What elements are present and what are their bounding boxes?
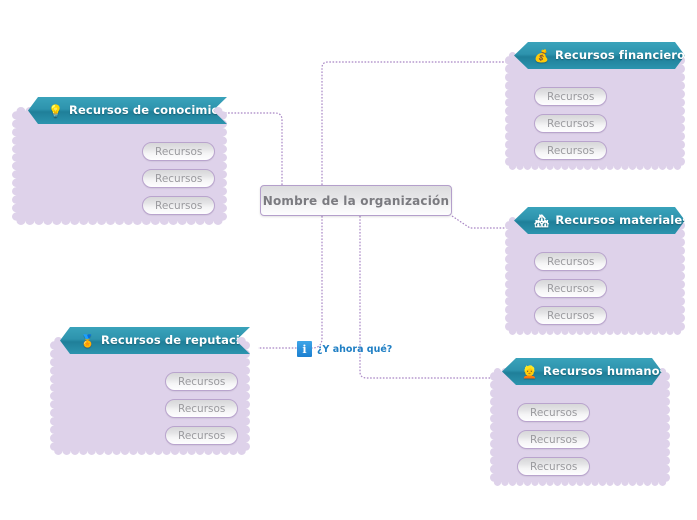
child-node-humanos-3[interactable]: Recursos xyxy=(517,457,591,476)
branch-header-humanos[interactable]: 👱 Recursos humanos xyxy=(502,358,662,385)
child-label: Recursos xyxy=(547,309,595,322)
lightbulb-icon: 💡 xyxy=(48,103,64,118)
branch-header-materiales[interactable]: 🏘 Recursos materiales xyxy=(514,207,685,234)
gold-wing-icon: 🏅 xyxy=(80,333,96,348)
connector-root-financieros xyxy=(321,61,512,185)
root-node-label: Nombre de la organización xyxy=(262,193,450,208)
branch-conocimiento[interactable]: 💡 Recursos de conocimiento Recursos Recu… xyxy=(12,97,227,225)
child-node-reputacion-2[interactable]: Recursos xyxy=(165,399,239,418)
connector-root-materiales xyxy=(451,215,512,229)
branch-title-reputacion: Recursos de reputación xyxy=(101,332,257,347)
branch-reputacion[interactable]: 🏅 Recursos de reputación Recursos Recurs… xyxy=(50,327,250,455)
info-icon: i xyxy=(297,341,312,357)
child-label: Recursos xyxy=(547,90,595,103)
info-node-label: ¿Y ahora qué? xyxy=(317,343,393,355)
child-label: Recursos xyxy=(155,145,203,158)
branch-header-reputacion[interactable]: 🏅 Recursos de reputación xyxy=(60,327,250,354)
branch-title-humanos: Recursos humanos xyxy=(543,363,667,378)
child-node-materiales-2[interactable]: Recursos xyxy=(534,279,608,298)
branch-materiales[interactable]: 🏘 Recursos materiales Recursos Recursos … xyxy=(505,207,685,335)
child-label: Recursos xyxy=(155,172,203,185)
child-node-financieros-2[interactable]: Recursos xyxy=(534,114,608,133)
child-node-conocimiento-3[interactable]: Recursos xyxy=(142,196,216,215)
child-label: Recursos xyxy=(155,199,203,212)
child-label: Recursos xyxy=(530,460,578,473)
branch-title-materiales: Recursos materiales xyxy=(555,212,690,227)
child-node-conocimiento-2[interactable]: Recursos xyxy=(142,169,216,188)
child-node-humanos-2[interactable]: Recursos xyxy=(517,430,591,449)
branch-header-conocimiento[interactable]: 💡 Recursos de conocimiento xyxy=(28,97,227,124)
money-bag-icon: 💰 xyxy=(534,48,550,63)
child-node-materiales-1[interactable]: Recursos xyxy=(534,252,608,271)
child-label: Recursos xyxy=(547,255,595,268)
child-label: Recursos xyxy=(178,429,226,442)
child-node-conocimiento-1[interactable]: Recursos xyxy=(142,142,216,161)
branch-title-conocimiento: Recursos de conocimiento xyxy=(69,102,242,117)
branch-header-financieros[interactable]: 💰 Recursos financieros xyxy=(514,42,685,69)
child-label: Recursos xyxy=(530,433,578,446)
child-label: Recursos xyxy=(547,282,595,295)
houses-icon: 🏘 xyxy=(534,213,550,228)
info-node[interactable]: i ¿Y ahora qué? xyxy=(297,340,392,358)
child-node-financieros-1[interactable]: Recursos xyxy=(534,87,608,106)
child-node-materiales-3[interactable]: Recursos xyxy=(534,306,608,325)
person-icon: 👱 xyxy=(522,364,538,379)
child-node-reputacion-1[interactable]: Recursos xyxy=(165,372,239,391)
child-label: Recursos xyxy=(178,402,226,415)
connector-root-conocimiento xyxy=(222,112,283,185)
child-label: Recursos xyxy=(547,144,595,157)
connector-root-reputacion xyxy=(258,216,323,349)
child-label: Recursos xyxy=(530,406,578,419)
child-label: Recursos xyxy=(178,375,226,388)
child-node-financieros-3[interactable]: Recursos xyxy=(534,141,608,160)
child-node-reputacion-3[interactable]: Recursos xyxy=(165,426,239,445)
branch-humanos[interactable]: 👱 Recursos humanos Recursos Recursos Rec… xyxy=(490,358,670,486)
branch-title-financieros: Recursos financieros xyxy=(555,47,693,62)
branch-financieros[interactable]: 💰 Recursos financieros Recursos Recursos… xyxy=(505,42,685,170)
child-label: Recursos xyxy=(547,117,595,130)
root-node[interactable]: Nombre de la organización xyxy=(260,185,452,216)
child-node-humanos-1[interactable]: Recursos xyxy=(517,403,591,422)
